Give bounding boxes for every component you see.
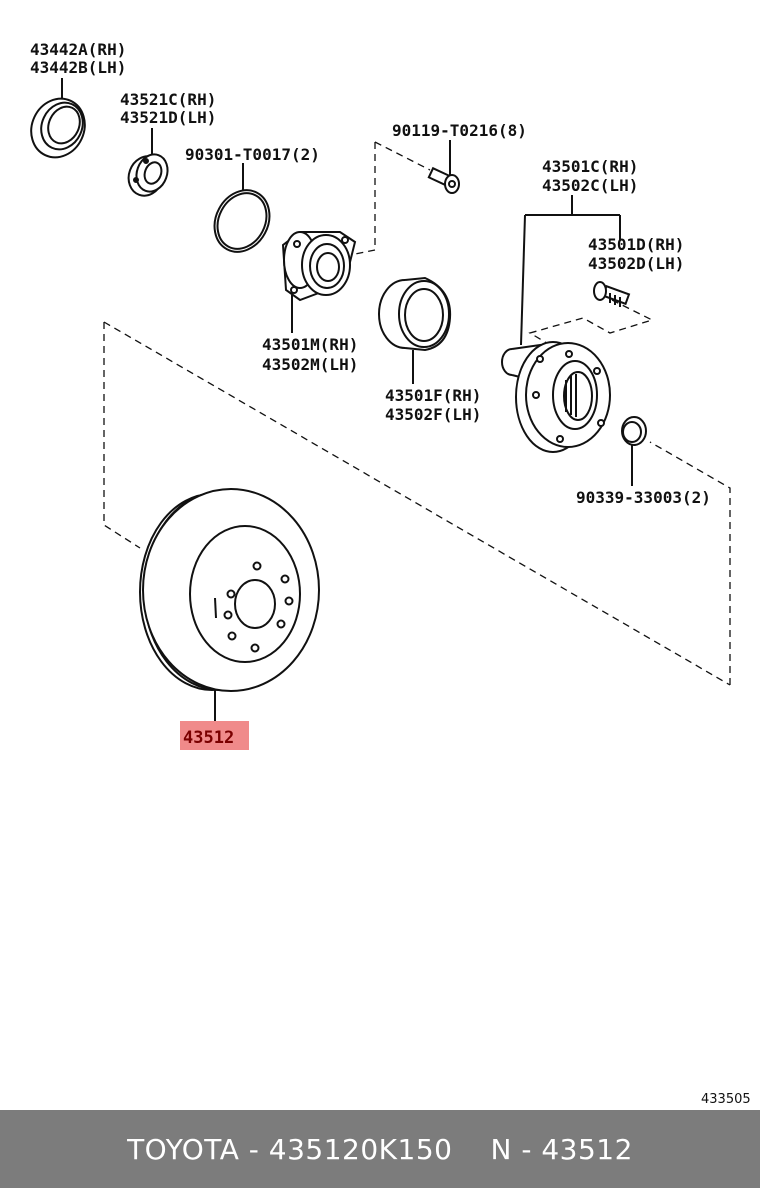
axle-hub-part[interactable] [501, 341, 611, 453]
label-retainer-rh[interactable]: 43521C(RH) [120, 90, 216, 109]
label-hub-lh[interactable]: 43502C(LH) [542, 176, 638, 195]
retainer-part[interactable] [123, 150, 172, 201]
label-disc[interactable]: 43512 [183, 728, 234, 748]
assembly-lines [103, 141, 731, 686]
dust-seal-part[interactable] [378, 276, 452, 352]
diagram-ref-code: 433505 [701, 1092, 751, 1107]
hub-bearing-part[interactable] [281, 231, 357, 302]
highlight-box [180, 721, 249, 750]
label-o-ring[interactable]: 90301-T0017(2) [185, 145, 320, 164]
nut-part[interactable] [621, 416, 647, 446]
hub-bolt-part[interactable] [593, 281, 631, 307]
label-hub-rh[interactable]: 43501C(RH) [542, 157, 638, 176]
footer-catalog-number: N - 43512 [490, 1132, 633, 1166]
label-seal2-lh[interactable]: 43502F(LH) [385, 405, 481, 424]
label-seal2-rh[interactable]: 43501F(RH) [385, 386, 481, 405]
label-seal-rh[interactable]: 43442A(RH) [30, 40, 126, 59]
oil-seal-part[interactable] [22, 90, 94, 166]
o-ring-part[interactable] [204, 181, 280, 262]
label-bearing-lh[interactable]: 43502M(LH) [262, 355, 358, 374]
parts-diagram: 43442A(RH) 43442B(LH) 43521C(RH) 43521D(… [22, 40, 751, 1107]
label-seal-lh[interactable]: 43442B(LH) [30, 58, 126, 77]
label-bolt[interactable]: 90119-T0216(8) [392, 121, 527, 140]
leader-lines [61, 78, 633, 721]
footer-bar: TOYOTA - 435120K150 N - 43512 [0, 1110, 760, 1188]
footer-part-number: TOYOTA - 435120K150 [127, 1132, 453, 1166]
brake-disc-part[interactable] [139, 488, 320, 692]
label-nut[interactable]: 90339-33003(2) [576, 488, 711, 507]
label-bearing-rh[interactable]: 43501M(RH) [262, 335, 358, 354]
bolt-part[interactable] [427, 166, 460, 194]
label-hub-bolt-rh[interactable]: 43501D(RH) [588, 235, 684, 254]
label-hub-bolt-lh[interactable]: 43502D(LH) [588, 254, 684, 273]
label-retainer-lh[interactable]: 43521D(LH) [120, 108, 216, 127]
